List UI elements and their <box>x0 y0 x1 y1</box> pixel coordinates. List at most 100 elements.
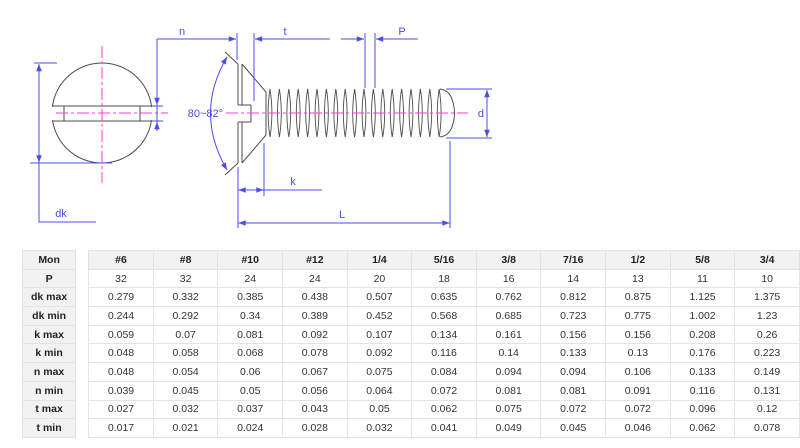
value-cell: 20 <box>346 268 413 289</box>
value-cell: 0.208 <box>669 324 736 345</box>
value-cell: 0.032 <box>346 418 413 438</box>
size-header-cell: 7/16 <box>540 250 607 270</box>
P-label: P <box>398 26 405 38</box>
row-label-cell: n min <box>21 380 77 401</box>
value-cell: 1.23 <box>734 306 800 326</box>
row-label-cell: t min <box>21 418 77 438</box>
value-cell: 0.116 <box>411 343 477 364</box>
value-cell: 0.092 <box>346 343 413 364</box>
angle-label: 80~82° <box>188 108 223 120</box>
table-row: k min <box>21 343 77 364</box>
value-cell: 0.635 <box>411 287 477 308</box>
thread-line <box>427 88 433 138</box>
value-cell: 0.048 <box>88 343 154 364</box>
value-cell: 0.134 <box>411 324 477 345</box>
thread-line <box>342 88 348 138</box>
value-cell: 0.244 <box>88 306 154 326</box>
value-cell: 0.507 <box>346 287 413 308</box>
cone-bottom <box>241 134 267 164</box>
value-cell: 0.05 <box>346 399 413 420</box>
value-cell: 0.091 <box>605 380 671 401</box>
size-header-cell: 1/4 <box>346 250 413 270</box>
value-cell: 0.058 <box>152 343 219 364</box>
value-cell: 0.037 <box>217 399 284 420</box>
value-cell: 0.116 <box>669 380 736 401</box>
value-cell: 0.075 <box>346 362 413 382</box>
value-cell: 0.046 <box>605 418 671 438</box>
thread-line <box>389 88 395 138</box>
table-row: n min <box>21 380 77 401</box>
value-cell: 0.043 <box>282 399 348 420</box>
row-label-cell: k min <box>21 343 77 364</box>
d-label: d <box>478 108 484 120</box>
table-row: Mon <box>21 250 77 270</box>
value-cell: 0.032 <box>152 399 219 420</box>
value-cell: 0.027 <box>88 399 154 420</box>
value-cell: 0.12 <box>734 399 800 420</box>
t-label: t <box>283 26 286 38</box>
dim-angle: 80~82° <box>188 56 228 171</box>
dim-dk: dk <box>30 62 112 223</box>
row-label-cell: k max <box>21 324 77 345</box>
dk-label: dk <box>55 208 67 220</box>
value-cell: 0.078 <box>734 418 800 438</box>
value-cell: 0.094 <box>475 362 542 382</box>
L-label: L <box>339 209 345 221</box>
row-label-cell: n max <box>21 362 77 382</box>
table-row: t min <box>21 418 77 438</box>
value-cell: 0.875 <box>605 287 671 308</box>
value-cell: 0.078 <box>282 343 348 364</box>
size-header-cell: 5/16 <box>411 250 477 270</box>
value-cell: 1.375 <box>734 287 800 308</box>
k-label: k <box>290 176 296 188</box>
technical-drawing: dk n <box>30 26 492 228</box>
value-cell: 0.072 <box>605 399 671 420</box>
value-cell: 0.34 <box>217 306 284 326</box>
value-cell: 0.131 <box>734 380 800 401</box>
value-cell: 0.062 <box>669 418 736 438</box>
value-cell: 14 <box>540 268 607 289</box>
value-cell: 24 <box>282 268 348 289</box>
value-cell: 0.045 <box>540 418 607 438</box>
value-cell: 0.14 <box>475 343 542 364</box>
value-cell: 0.048 <box>88 362 154 382</box>
value-cell: 0.133 <box>669 362 736 382</box>
value-cell: 11 <box>669 268 736 289</box>
dim-d: d <box>446 88 492 139</box>
value-cell: 0.017 <box>88 418 154 438</box>
value-cell: 0.133 <box>540 343 607 364</box>
dim-L: L <box>237 141 451 228</box>
value-cell: 0.054 <box>152 362 219 382</box>
value-cell: 0.156 <box>540 324 607 345</box>
row-label-cell: dk max <box>21 287 77 308</box>
value-cell: 0.072 <box>411 380 477 401</box>
value-cell: 0.094 <box>540 362 607 382</box>
value-cell: 1.125 <box>669 287 736 308</box>
value-cell: 0.067 <box>282 362 348 382</box>
value-cell: 0.092 <box>282 324 348 345</box>
row-label-cell: t max <box>21 399 77 420</box>
value-cell: 0.056 <box>282 380 348 401</box>
value-cell: 0.07 <box>152 324 219 345</box>
value-cell: 24 <box>217 268 284 289</box>
value-cell: 0.279 <box>88 287 154 308</box>
value-cell: 0.438 <box>282 287 348 308</box>
value-cell: 0.176 <box>669 343 736 364</box>
value-cell: 0.332 <box>152 287 219 308</box>
size-header-cell: 3/8 <box>475 250 542 270</box>
value-cell: 0.775 <box>605 306 671 326</box>
value-cell: 0.039 <box>88 380 154 401</box>
value-cell: 0.041 <box>411 418 477 438</box>
row-label-cell: P <box>21 268 77 289</box>
value-cell: 32 <box>152 268 219 289</box>
value-cell: 0.385 <box>217 287 284 308</box>
value-cell: 0.161 <box>475 324 542 345</box>
value-cell: 0.024 <box>217 418 284 438</box>
table-row: dk min <box>21 306 77 326</box>
